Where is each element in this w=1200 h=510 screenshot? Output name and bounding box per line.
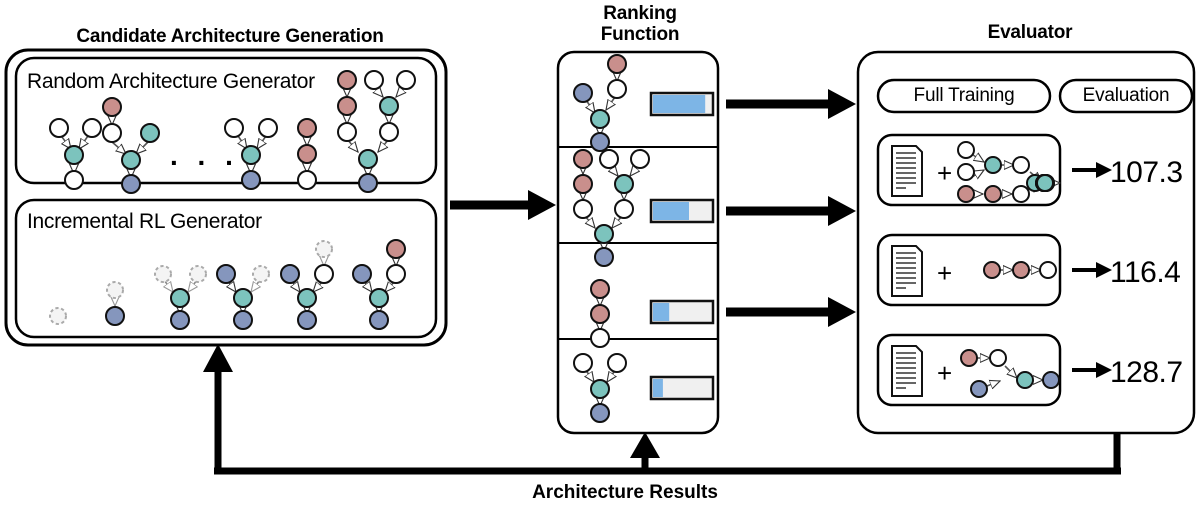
- evaluator-score-1: 107.3: [1110, 156, 1183, 189]
- evaluator-row-box-2: [876, 233, 1062, 307]
- full-training-pill: [876, 78, 1052, 114]
- evaluator-title: Evaluator: [987, 22, 1073, 43]
- plus-symbol-3: +: [937, 358, 953, 388]
- score-arrow-1: [1072, 162, 1112, 178]
- ranking-bar-3: [649, 299, 715, 325]
- arrow-rank-3-to-evaluator: [726, 297, 856, 327]
- evaluation-pill: [1058, 78, 1194, 114]
- rl-step-3: [154, 265, 207, 330]
- document-icon-1: [891, 145, 923, 197]
- full-training-label[interactable]: Full Training: [913, 85, 1015, 106]
- evaluator-graph-3: [960, 349, 1060, 398]
- rl-step-1: [49, 307, 67, 325]
- arrow-rank-2-to-evaluator: [726, 196, 856, 226]
- evaluator-graph-2: [983, 261, 1057, 279]
- random-arch-tree-5: [337, 70, 416, 193]
- evaluator-score-3: 128.7: [1110, 356, 1183, 389]
- evaluation-label[interactable]: Evaluation: [1082, 85, 1170, 106]
- ranking-row-3-graph: [590, 279, 610, 348]
- ranking-bar-1: [649, 91, 715, 117]
- evaluator-panel: [856, 50, 1196, 435]
- random-arch-chain-4: [297, 118, 317, 190]
- score-arrow-3: [1072, 362, 1112, 378]
- rl-step-4: [216, 264, 270, 330]
- ranking-bar-2: [649, 198, 715, 224]
- document-icon-2: [891, 245, 923, 297]
- feedback-loop-arrow: [203, 344, 1121, 475]
- architecture-results-label: Architecture Results: [532, 482, 718, 503]
- ranking-row-1-graph: [573, 54, 627, 152]
- arrow-candidate-to-ranking: [450, 190, 556, 220]
- evaluator-score-2: 116.4: [1110, 256, 1181, 289]
- plus-symbol-2: +: [937, 258, 953, 288]
- random-arch-tree-1: [49, 118, 102, 190]
- rl-step-5: [280, 240, 334, 330]
- ranking-function-title: Ranking Function: [600, 3, 680, 46]
- random-arch-tree-2: [102, 97, 160, 194]
- evaluator-graph-1: [957, 141, 1060, 203]
- candidate-generation-title: Candidate Architecture Generation: [76, 26, 384, 47]
- ellipsis-indicator: . . .: [170, 140, 239, 171]
- random-arch-tree-3: [224, 118, 278, 190]
- ranking-row-4-graph: [573, 353, 627, 423]
- random-generator-label: Random Architecture Generator: [27, 70, 315, 93]
- score-arrow-2: [1072, 262, 1112, 278]
- ranking-bar-4: [649, 375, 715, 401]
- rl-generator-box: [14, 198, 438, 339]
- arrow-rank-1-to-evaluator: [726, 89, 856, 119]
- rl-generator-label: Incremental RL Generator: [27, 210, 262, 233]
- evaluator-row-box-3: [876, 333, 1062, 407]
- ranking-row-2-graph: [573, 149, 650, 267]
- random-generator-box: [14, 56, 438, 185]
- rl-step-6: [352, 239, 406, 330]
- results-to-ranking-arrow: [630, 432, 660, 471]
- rl-step-2: [105, 281, 125, 326]
- document-icon-3: [891, 345, 923, 397]
- candidate-generation-panel: [4, 48, 448, 347]
- plus-symbol-1: +: [937, 158, 953, 188]
